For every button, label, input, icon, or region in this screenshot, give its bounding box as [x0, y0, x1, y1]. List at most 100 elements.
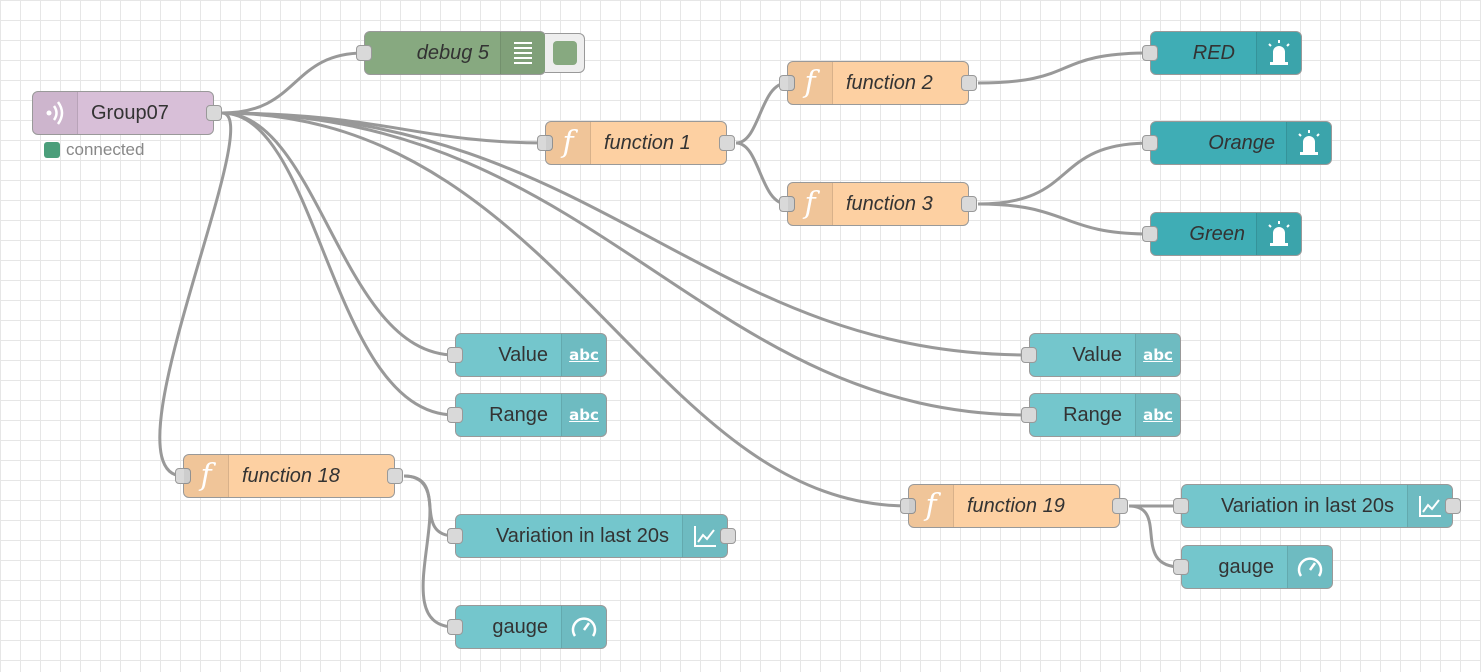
function2-label: function 2: [846, 71, 933, 94]
gauge-b-input-port[interactable]: [1173, 559, 1189, 575]
wire-group07-debug5[interactable]: [221, 51, 365, 115]
orange-led-node[interactable]: Orange: [1142, 121, 1332, 165]
abc-text-icon: abc: [561, 334, 606, 376]
chart-a-input-port[interactable]: [447, 528, 463, 544]
wire-function19-gauge-b[interactable]: [1128, 504, 1182, 569]
function19-label: function 19: [967, 494, 1065, 517]
alarm-light-icon: [1286, 122, 1331, 164]
function19-node[interactable]: f function 19: [900, 484, 1128, 528]
red-led-node[interactable]: RED: [1142, 31, 1302, 75]
wire-group07-function1[interactable]: [221, 111, 546, 145]
range-b-label: Range: [1063, 403, 1122, 426]
chart-b-label: Variation in last 20s: [1220, 494, 1394, 517]
function-icon: f: [788, 183, 833, 225]
function1-node[interactable]: f function 1: [537, 121, 735, 165]
function19-output-port[interactable]: [1112, 498, 1128, 514]
abc-text-icon: abc: [561, 394, 606, 436]
alarm-light-icon: [1256, 213, 1301, 255]
value-b-label: Value: [1072, 343, 1122, 366]
abc-text-icon: abc: [1135, 334, 1180, 376]
function3-input-port[interactable]: [779, 196, 795, 212]
gauge-icon: [1287, 546, 1332, 588]
wire-function1-function3[interactable]: [735, 141, 788, 206]
status-dot-icon: [44, 142, 60, 158]
function18-label: function 18: [242, 464, 340, 487]
value-text-node-b[interactable]: Value abc: [1021, 333, 1181, 377]
chart-a-output-port[interactable]: [720, 528, 736, 544]
function2-input-port[interactable]: [779, 75, 795, 91]
wire-group07-function19[interactable]: [221, 111, 909, 508]
wire-function18-gauge-a[interactable]: [403, 474, 456, 629]
function3-node[interactable]: f function 3: [779, 182, 977, 226]
value-text-node-a[interactable]: Value abc: [447, 333, 607, 377]
gauge-icon: [561, 606, 606, 648]
wire-group07-function18[interactable]: [158, 111, 233, 478]
red-label: RED: [1192, 41, 1235, 64]
line-chart-icon: [682, 515, 727, 557]
alarm-light-icon: [1256, 32, 1301, 74]
function-icon: f: [184, 455, 229, 497]
range-b-input-port[interactable]: [1021, 407, 1037, 423]
wire-group07-value-a[interactable]: [221, 111, 456, 357]
function-icon: f: [546, 122, 591, 164]
debug5-node[interactable]: debug 5: [356, 31, 546, 75]
debug-toggle-icon: [552, 41, 577, 65]
group07-output-port[interactable]: [206, 105, 222, 121]
status-text: connected: [66, 140, 145, 159]
value-a-input-port[interactable]: [447, 347, 463, 363]
green-input-port[interactable]: [1142, 226, 1158, 242]
value-b-input-port[interactable]: [1021, 347, 1037, 363]
debug5-input-port[interactable]: [356, 45, 372, 61]
abc-text-icon: abc: [1135, 394, 1180, 436]
chart-b-input-port[interactable]: [1173, 498, 1189, 514]
orange-input-port[interactable]: [1142, 135, 1158, 151]
function1-label: function 1: [604, 131, 691, 154]
group07-mqtt-node[interactable]: Group07: [32, 91, 222, 135]
wire-function3-orange[interactable]: [977, 141, 1151, 206]
gauge-node-a[interactable]: gauge: [447, 605, 607, 649]
function18-output-port[interactable]: [387, 468, 403, 484]
chart-a-label: Variation in last 20s: [495, 524, 669, 547]
debug5-toggle-button[interactable]: [545, 33, 585, 73]
function3-label: function 3: [846, 192, 933, 215]
gauge-a-label: gauge: [492, 615, 548, 638]
function3-output-port[interactable]: [961, 196, 977, 212]
wire-function2-red[interactable]: [977, 51, 1151, 85]
gauge-a-input-port[interactable]: [447, 619, 463, 635]
range-text-node-a[interactable]: Range abc: [447, 393, 607, 437]
wire-group07-range-a[interactable]: [221, 111, 456, 417]
function1-output-port[interactable]: [719, 135, 735, 151]
function18-input-port[interactable]: [175, 468, 191, 484]
range-a-label: Range: [489, 403, 548, 426]
red-input-port[interactable]: [1142, 45, 1158, 61]
wire-function1-function2[interactable]: [735, 81, 788, 145]
function19-input-port[interactable]: [900, 498, 916, 514]
chart-b-output-port[interactable]: [1445, 498, 1461, 514]
line-chart-icon: [1407, 485, 1452, 527]
gauge-b-label: gauge: [1218, 555, 1274, 578]
range-text-node-b[interactable]: Range abc: [1021, 393, 1181, 437]
chart-node-a[interactable]: Variation in last 20s: [447, 514, 736, 558]
group07-status: connected: [44, 140, 144, 160]
chart-node-b[interactable]: Variation in last 20s: [1173, 484, 1461, 528]
debug5-label: debug 5: [416, 41, 489, 64]
green-led-node[interactable]: Green: [1142, 212, 1302, 256]
list-icon: [500, 32, 545, 74]
range-a-input-port[interactable]: [447, 407, 463, 423]
green-label: Green: [1189, 222, 1245, 245]
mqtt-wave-icon: [33, 92, 78, 134]
wire-function3-green[interactable]: [977, 202, 1151, 236]
function-icon: f: [909, 485, 954, 527]
wire-group07-value-b[interactable]: [221, 111, 1030, 357]
value-a-label: Value: [498, 343, 548, 366]
function2-output-port[interactable]: [961, 75, 977, 91]
function-icon: f: [788, 62, 833, 104]
function18-node[interactable]: f function 18: [175, 454, 403, 498]
function2-node[interactable]: f function 2: [779, 61, 977, 105]
orange-label: Orange: [1208, 131, 1275, 154]
group07-label: Group07: [91, 101, 169, 124]
wire-group07-range-b[interactable]: [221, 111, 1030, 417]
gauge-node-b[interactable]: gauge: [1173, 545, 1333, 589]
function1-input-port[interactable]: [537, 135, 553, 151]
